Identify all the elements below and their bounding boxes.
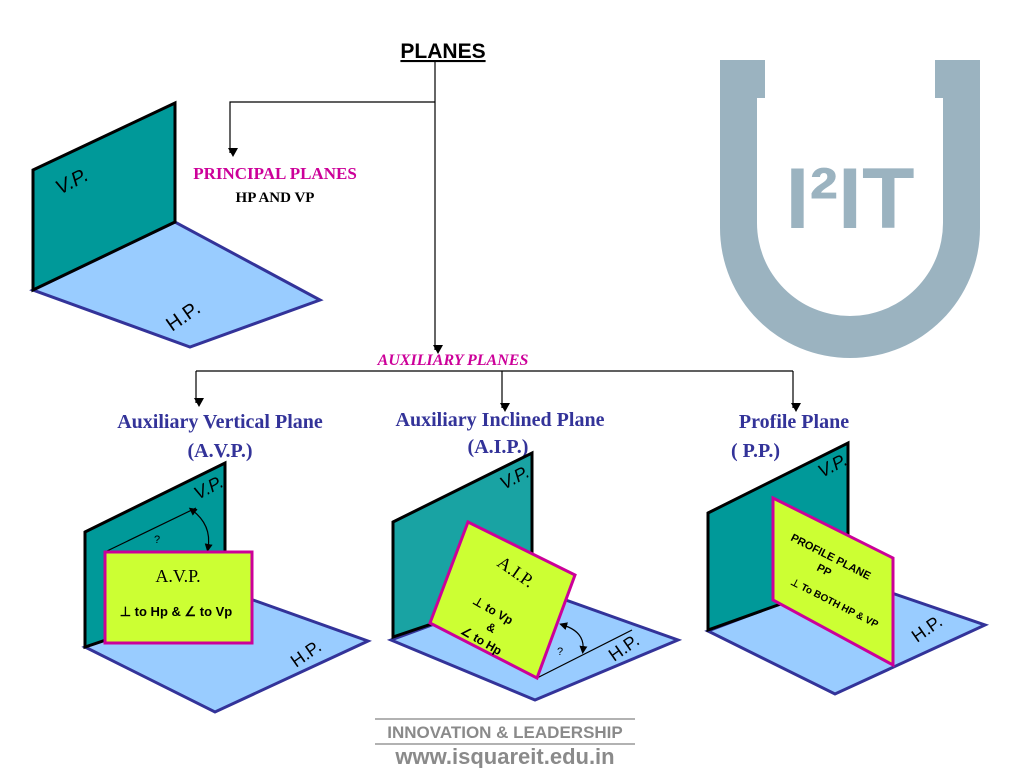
angle-arc <box>559 622 588 654</box>
avp-figure: V.P. H.P. ? A.V.P. ⊥ to Hp & ∠ to Vp <box>81 460 372 714</box>
logo-u-shape <box>720 60 980 358</box>
angle-symbol: ? <box>557 646 563 658</box>
avp-panel-title: A.V.P. <box>155 566 200 586</box>
principal-planes-sub: HP AND VP <box>236 190 315 206</box>
angle-symbol: ? <box>154 534 160 546</box>
aip-name: Auxiliary Inclined Plane <box>396 409 605 431</box>
principal-planes-figure: V.P. H.P. <box>29 100 324 349</box>
pp-abbr: ( P.P.) <box>731 440 780 462</box>
page-title: PLANES <box>400 40 485 63</box>
watermark-url: www.isquareit.edu.in <box>394 744 614 768</box>
logo-text: I²IT <box>786 151 915 247</box>
principal-planes-heading: PRINCIPAL PLANES <box>193 164 357 183</box>
vp-plane <box>31 100 177 293</box>
angle-arc <box>188 507 213 552</box>
pp-line2: PP <box>815 562 834 579</box>
aip-figure: V.P. H.P. ? A.I.P. ⊥ to Vp & ∠ to Hp <box>386 450 683 702</box>
avp-name: Auxiliary Vertical Plane <box>117 411 323 433</box>
aip-abbr: (A.I.P.) <box>468 436 529 458</box>
auxiliary-planes-heading: AUXILIARY PLANES <box>377 352 529 369</box>
avp-abbr: (A.V.P.) <box>187 440 252 462</box>
connector-lines <box>194 62 801 412</box>
pp-panel <box>771 495 895 668</box>
pp-figure: V.P. H.P. PROFILE PLANE PP ⊥ To BOTH HP … <box>704 440 990 696</box>
watermark-tagline: INNOVATION & LEADERSHIP <box>387 723 623 742</box>
avp-panel <box>103 550 254 645</box>
watermark-logo: I²IT <box>720 60 980 358</box>
pp-name: Profile Plane <box>739 411 849 433</box>
avp-panel-text: ⊥ to Hp & ∠ to Vp <box>120 604 233 619</box>
aip-panel <box>428 519 577 681</box>
watermark-text: INNOVATION & LEADERSHIP www.isquareit.ed… <box>375 718 635 768</box>
